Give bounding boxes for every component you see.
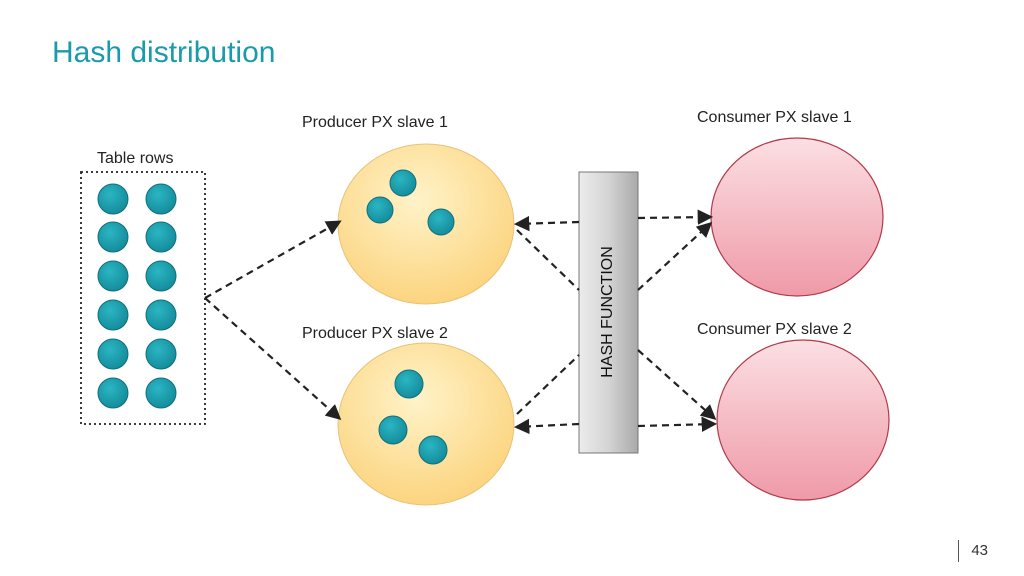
table-row-dot [97, 221, 129, 253]
producer-2-row-dot [394, 369, 424, 399]
table-row-dots [97, 183, 177, 409]
flow-arrows [204, 209, 718, 435]
arrow-consumer-1-to-producer-1 [513, 215, 580, 232]
arrow-hash-to-consumer-1 [637, 209, 714, 225]
table-row-dot [97, 299, 129, 331]
producer-1-row-dot [366, 196, 394, 224]
table-row-dot [97, 183, 129, 215]
producer-1-label: Producer PX slave 1 [302, 114, 448, 131]
producer-2-label: Producer PX slave 2 [302, 325, 448, 342]
table-rows-label: Table rows [97, 150, 174, 167]
arrow-producer-1-to-consumer-2-part [516, 229, 580, 291]
arrow-rows-to-producer-1 [204, 220, 342, 299]
producer-2-row-dot [418, 435, 448, 465]
page-title: Hash distribution [52, 36, 276, 69]
producer-2-row-dot [378, 415, 408, 445]
table-row-dot [145, 221, 177, 253]
hash-function-box: HASH FUNCTION [578, 171, 639, 454]
consumer-2-node [716, 339, 890, 501]
table-row-dot [145, 183, 177, 215]
consumer-2-label: Consumer PX slave 2 [697, 321, 852, 338]
arrow-hash-to-consumer-2-diag [637, 349, 717, 421]
producer-1-row-dot [389, 169, 417, 197]
table-row-dot [145, 260, 177, 292]
producer-1-node [337, 143, 515, 305]
consumer-1-label: Consumer PX slave 1 [697, 109, 852, 126]
arrow-producer-2-to-consumer-1-part [516, 354, 580, 415]
arrow-rows-to-producer-2 [204, 297, 342, 421]
table-row-dot [97, 260, 129, 292]
hash-function-label: HASH FUNCTION [599, 246, 616, 378]
table-row-dot [145, 338, 177, 370]
consumer-1-node [710, 137, 884, 297]
producer-1-row-dot [427, 208, 455, 236]
table-row-dot [145, 377, 177, 409]
table-row-dot [145, 299, 177, 331]
arrow-hash-to-consumer-2 [637, 416, 718, 433]
arrow-hash-to-consumer-1-diag [637, 221, 713, 291]
table-row-dot [97, 377, 129, 409]
producer-2-node [337, 342, 515, 506]
page-number: 43 [958, 540, 988, 562]
arrow-consumer-2-to-producer-2 [513, 418, 580, 435]
table-row-dot [97, 338, 129, 370]
